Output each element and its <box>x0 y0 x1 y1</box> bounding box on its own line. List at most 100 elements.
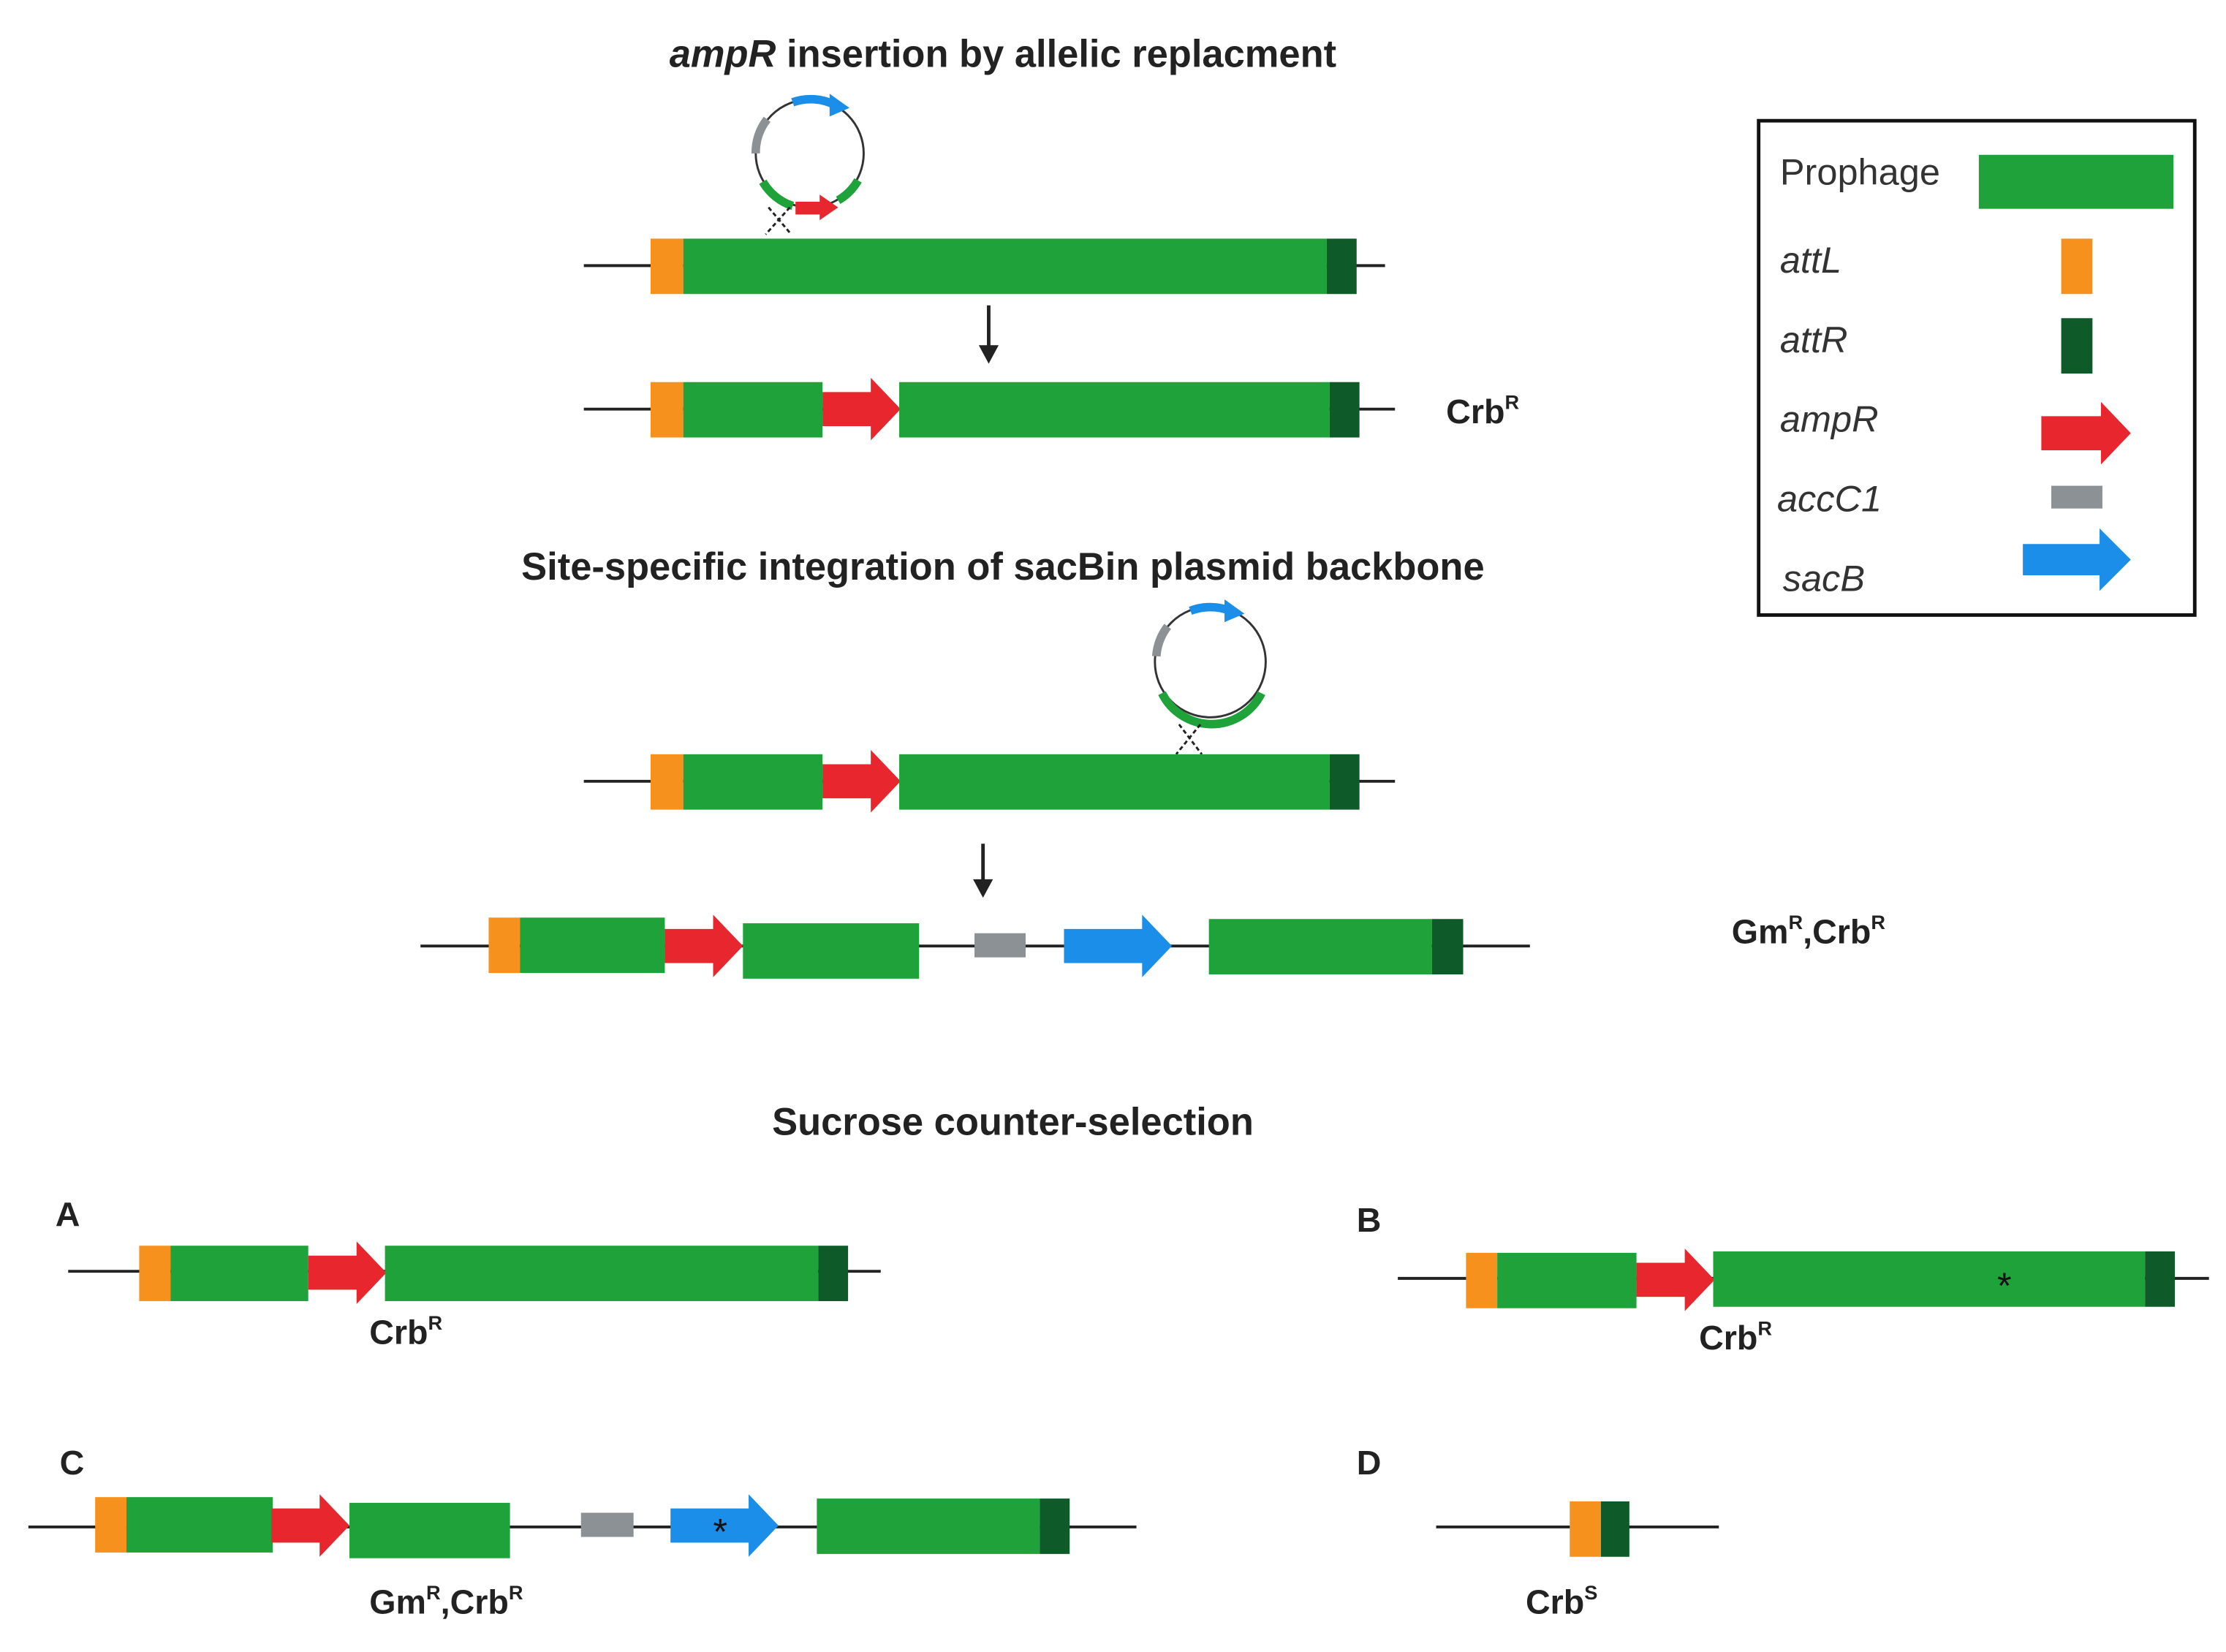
phenotype-step1: CrbR <box>1446 391 1519 431</box>
legend: Prophage attL attR ampR accC1 sacB <box>1757 118 2197 617</box>
prophage-right-block <box>385 1246 819 1301</box>
attr-block <box>818 1246 849 1301</box>
outcome-d-row <box>1436 1501 1719 1557</box>
prophage-mid-block <box>743 923 920 979</box>
attr-block <box>1431 919 1464 975</box>
prophage-row-2 <box>583 377 1396 441</box>
legend-label-attl: attL <box>1780 239 1841 281</box>
legend-ampr-arrow <box>2041 401 2131 465</box>
crossover-mark-2 <box>1175 724 1203 755</box>
heading-ampr-rest: insertion by allelic replacment <box>776 33 1336 75</box>
attr-block <box>1326 238 1357 295</box>
attr-block <box>1600 1501 1629 1557</box>
prophage-right-block <box>1713 1251 2146 1307</box>
prophage-right-block <box>817 1498 1040 1554</box>
ampr-arrow <box>1636 1249 1715 1311</box>
attr-block <box>1040 1498 1070 1554</box>
panel-label-a: A <box>56 1195 80 1233</box>
prophage-right-block <box>1208 919 1432 975</box>
prophage-right-block <box>899 754 1330 810</box>
plasmid-sacb-arc <box>791 94 838 110</box>
prophage-row-3 <box>583 750 1396 813</box>
plasmid-sacb-arrowhead <box>1224 599 1245 623</box>
sacb-arrow <box>670 1494 779 1557</box>
plasmid-sacbin <box>1151 599 1267 755</box>
attl-block <box>1570 1501 1601 1557</box>
attl-block <box>1466 1252 1498 1308</box>
crossover-mark-1 <box>765 206 792 235</box>
prophage-left-block <box>170 1246 308 1301</box>
attr-block <box>1329 754 1360 810</box>
attl-block <box>650 754 684 810</box>
heading-site-specific-integration: Site-specific integration of sacBin plas… <box>521 546 1484 588</box>
heading-sucrose-counter-selection: Sucrose counter-selection <box>772 1102 1254 1144</box>
sacb-arrow <box>1064 914 1173 977</box>
panel-label-d: D <box>1357 1444 1382 1482</box>
attl-block <box>139 1246 171 1301</box>
prophage-left-block <box>683 382 823 438</box>
legend-label-sacb: sacB <box>1783 557 1865 599</box>
plasmid-ampr-arrowhead <box>819 194 838 221</box>
outcome-b-row: * <box>1398 1249 2209 1311</box>
prophage-block <box>683 238 1327 295</box>
attl-block <box>95 1497 126 1553</box>
accc1-block <box>974 933 1026 958</box>
outcome-c-row: * <box>28 1494 1137 1558</box>
outcome-a-row <box>68 1241 881 1304</box>
legend-accc1-swatch <box>2051 485 2102 509</box>
step-arrow-head <box>973 879 993 898</box>
plasmid-sacb-arrowhead <box>829 94 850 117</box>
attr-block <box>2145 1251 2176 1307</box>
legend-prophage-swatch <box>1978 154 2174 209</box>
legend-label-attr: attR <box>1780 319 1848 360</box>
attr-block <box>1329 382 1360 438</box>
prophage-row-1 <box>583 238 1385 295</box>
mutation-asterisk: * <box>713 1510 727 1552</box>
legend-label-ampr: ampR <box>1780 398 1879 440</box>
mutation-asterisk: * <box>1997 1265 2012 1306</box>
plasmid-ampr-body <box>795 201 822 215</box>
plasmid-homology-left <box>759 179 795 211</box>
legend-attl-swatch <box>2061 238 2093 295</box>
ampr-arrow <box>822 750 901 813</box>
attl-block <box>650 382 684 438</box>
legend-label-prophage: Prophage <box>1780 151 1940 193</box>
ampr-arrow <box>308 1241 387 1304</box>
accc1-block <box>580 1512 634 1537</box>
prophage-mid-block <box>349 1502 510 1558</box>
step-arrow-head <box>978 345 999 364</box>
plasmid-accc1-arc <box>1151 624 1172 657</box>
prophage-left-block <box>683 754 823 810</box>
heading-ampr-insertion: ampR insertion by allelic replacment <box>670 33 1336 75</box>
panel-label-c: C <box>60 1444 85 1482</box>
prophage-row-4 <box>420 914 1530 979</box>
step-arrow-2 <box>973 844 993 898</box>
legend-attr-swatch <box>2061 318 2093 374</box>
phenotype-a: CrbR <box>369 1311 442 1351</box>
phenotype-d: CrbS <box>1526 1581 1597 1621</box>
attl-block <box>488 917 520 974</box>
plasmid-homology-arc <box>1158 691 1265 729</box>
legend-sacb-arrow <box>2023 528 2131 591</box>
attl-block <box>650 238 684 295</box>
phenotype-c: GmR,CrbR <box>369 1581 523 1621</box>
plasmid-accc1-arc <box>751 116 771 154</box>
ampr-arrow <box>665 914 743 977</box>
plasmid-sacb-arc <box>1189 602 1232 615</box>
prophage-left-block <box>520 917 665 974</box>
prophage-right-block <box>899 382 1330 438</box>
phenotype-step2: GmR,CrbR <box>1732 911 1886 950</box>
prophage-left-block <box>126 1497 273 1553</box>
heading-ampr-italic: ampR <box>670 33 776 75</box>
ampr-arrow <box>822 377 901 441</box>
prophage-left-block <box>1497 1252 1637 1308</box>
step-arrow-1 <box>978 305 999 364</box>
legend-label-accc1: accC1 <box>1777 478 1882 520</box>
panel-label-b: B <box>1357 1201 1382 1239</box>
ampr-arrow <box>271 1494 350 1557</box>
phenotype-b: CrbR <box>1699 1317 1772 1357</box>
plasmid-allelic-replacement <box>751 94 865 235</box>
plasmid-homology-right <box>836 178 862 205</box>
